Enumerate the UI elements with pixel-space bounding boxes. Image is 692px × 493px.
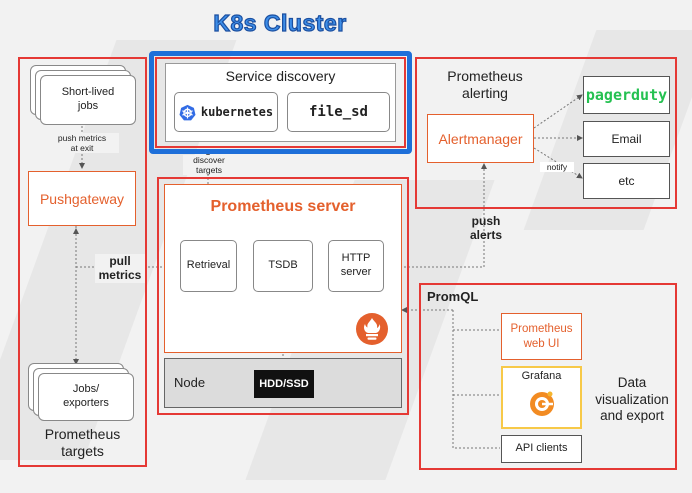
notify-label: notify [540, 162, 574, 173]
grafana-swirl-icon [526, 388, 558, 425]
prometheus-alerting-title: Prometheus alerting [447, 67, 523, 102]
tsdb-box: TSDB [253, 240, 313, 292]
retrieval-box: Retrieval [180, 240, 237, 292]
etc-box: etc [583, 163, 670, 199]
node-label: Node [174, 375, 206, 390]
alertmanager-box: Alertmanager [427, 114, 534, 163]
prometheus-targets-caption: Prometheus targets [44, 425, 121, 460]
http-server-box: HTTP server [328, 240, 384, 292]
prometheus-targets-panel [18, 57, 147, 467]
k8s-cluster-frame [149, 51, 412, 154]
pull-metrics-label: pull metrics [95, 254, 145, 283]
service-discovery-panel [155, 57, 406, 148]
grafana-label: Grafana [521, 370, 562, 383]
kubernetes-icon [179, 104, 196, 121]
api-clients-box: API clients [501, 435, 582, 463]
jobs-exporters: Jobs/ exporters [38, 373, 134, 421]
prometheus-alerting-panel [415, 57, 677, 209]
pagerduty-box: pagerduty [583, 76, 670, 114]
discover-targets-label: discover targets [183, 155, 235, 176]
short-lived-jobs: Short-lived jobs [40, 75, 136, 125]
prometheus-server-panel [157, 177, 409, 415]
prometheus-flame-icon [355, 312, 389, 351]
kubernetes-label: kubernetes [200, 105, 274, 119]
push-alerts-label: push alerts [469, 214, 503, 243]
file-sd-box: file_sd [287, 92, 390, 132]
diagram-title: K8s Cluster [213, 9, 347, 36]
push-metrics-label: push metrics at exit [45, 133, 119, 154]
promql-label: PromQL [427, 289, 479, 304]
data-visualization-caption: Data visualization and export [595, 374, 669, 424]
prometheus-server-title: Prometheus server [210, 198, 356, 215]
data-visualization-panel [419, 283, 677, 470]
prometheus-web-ui-box: Prometheus web UI [501, 313, 582, 360]
service-discovery-title: Service discovery [225, 68, 336, 84]
pushgateway-box: Pushgateway [28, 171, 136, 226]
kubernetes-box: kubernetes [174, 92, 278, 132]
hdd-ssd-box: HDD/SSD [254, 370, 314, 398]
email-box: Email [583, 121, 670, 157]
